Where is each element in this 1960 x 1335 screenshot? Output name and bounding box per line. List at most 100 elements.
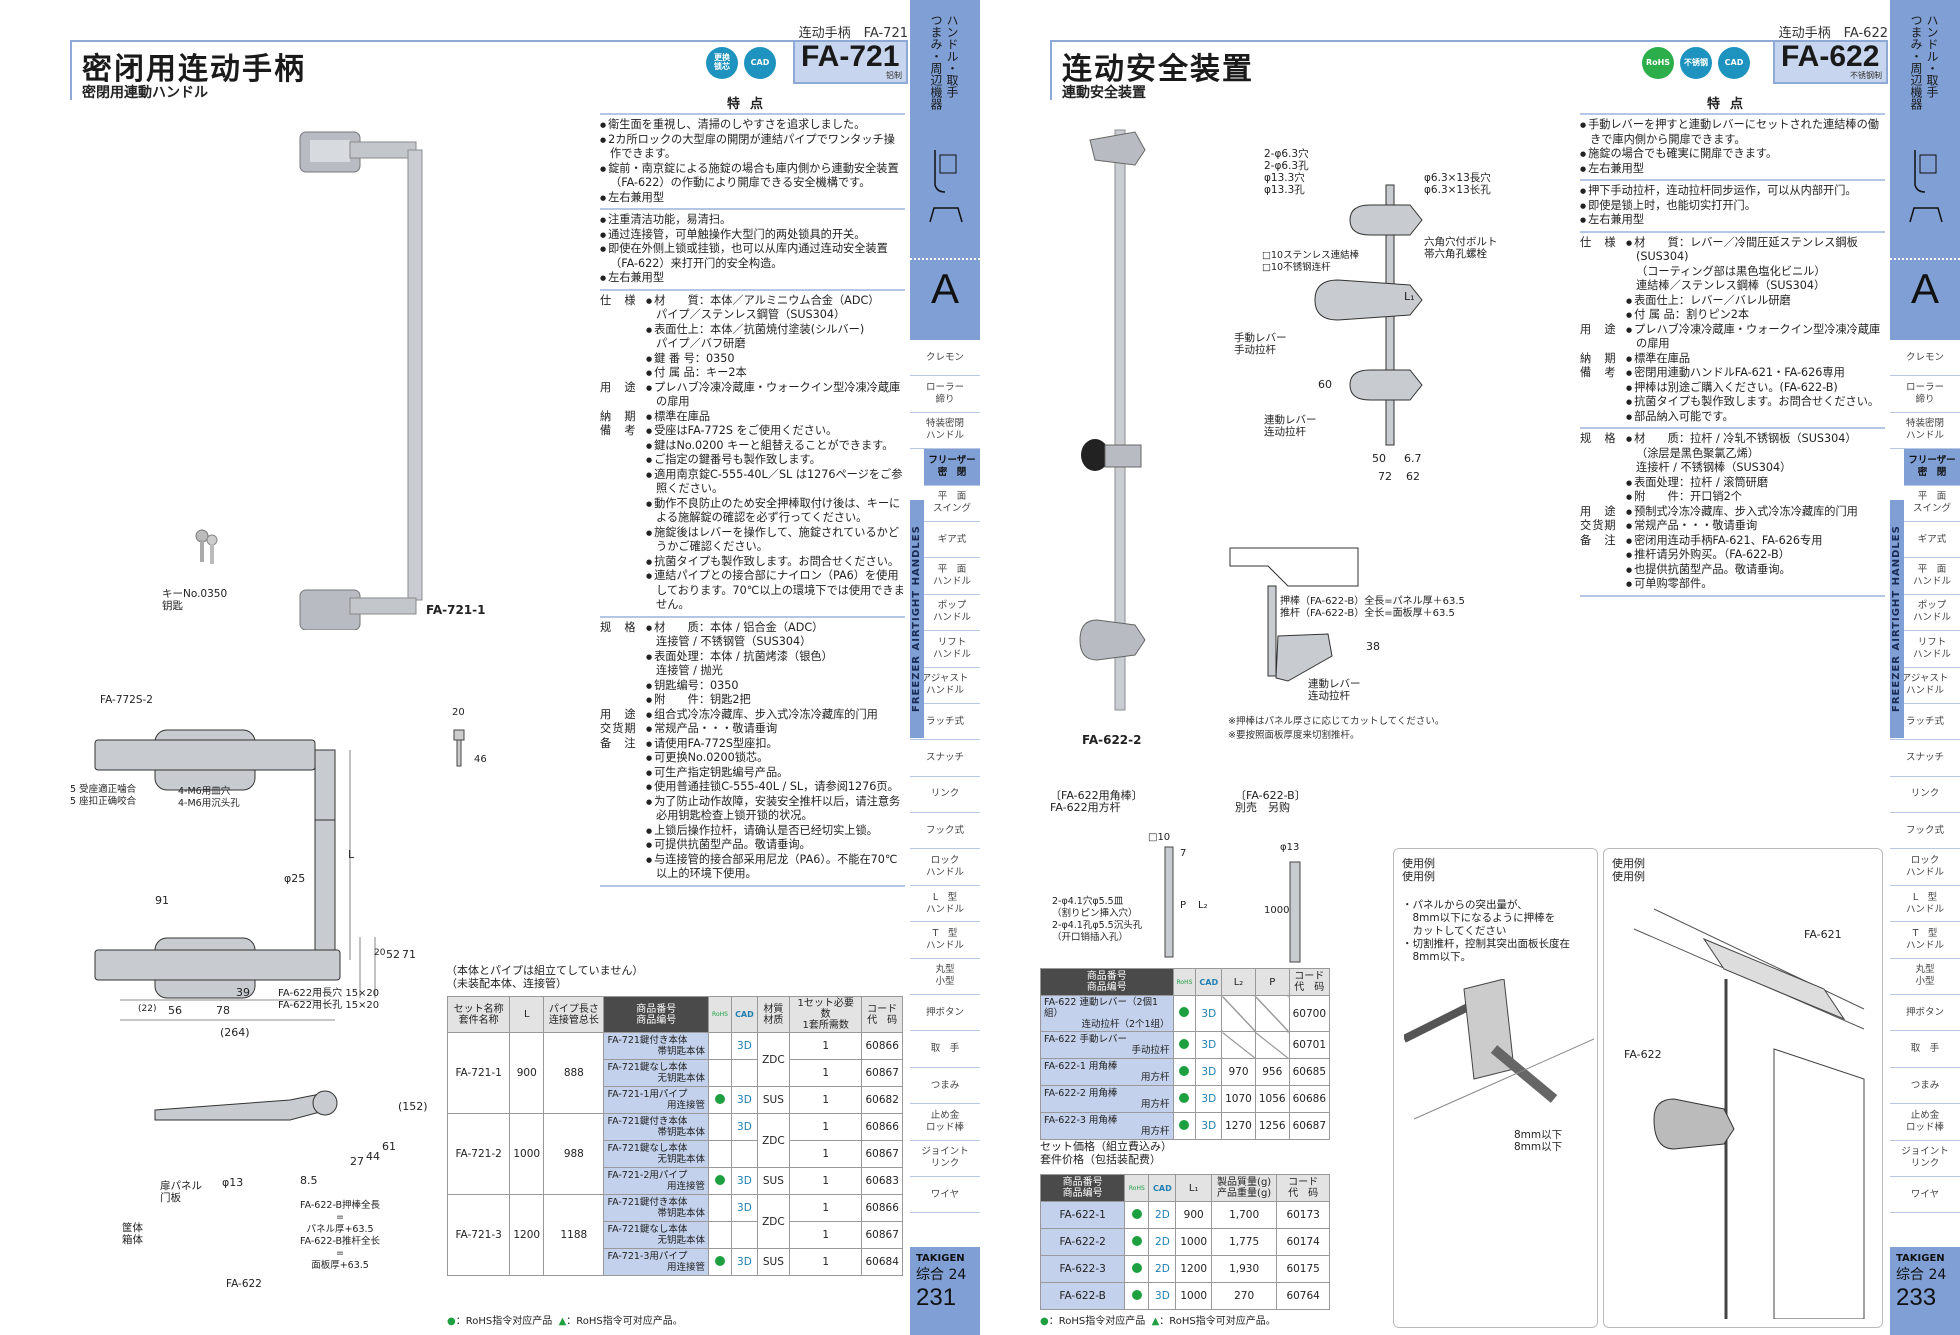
- feature-zh: 即使是锁上时，也能切实打开门。: [1580, 199, 1885, 214]
- rohs-circle-icon: ●: [447, 1316, 456, 1327]
- sidebar-item-21[interactable]: 止め金 ロッド棒: [1890, 1104, 1960, 1141]
- delivery-zh: 交货期常规产品・・・敬请垂询: [1580, 519, 1885, 534]
- slot-label: FA-622用長穴 15×20 FA-622用长孔 15×20: [278, 988, 380, 1011]
- notes-ja: 備 考 密閉用連動ハンドルFA-621・FA-626専用 押棒は別途ご購入くださ…: [1580, 366, 1885, 424]
- sidebar-item-5[interactable]: ギア式: [1904, 522, 1960, 559]
- sidebar-item-16[interactable]: T 型 ハンドル: [1890, 922, 1960, 959]
- cad-cell[interactable]: 3D: [731, 1167, 758, 1195]
- sidebar-item-22[interactable]: ジョイント リンク: [910, 1141, 980, 1177]
- cad-cell[interactable]: [731, 1140, 758, 1168]
- sidebar-item-14[interactable]: ロック ハンドル: [910, 849, 980, 886]
- sidebar-item-20[interactable]: つまみ: [910, 1068, 980, 1105]
- cad-cell[interactable]: 3D: [731, 1086, 758, 1114]
- sidebar-item-18[interactable]: 押ボタン: [910, 995, 980, 1032]
- col-qty: 1セット必要数 1套所需数: [788, 996, 863, 1033]
- sidebar-item-4[interactable]: 平 面 スイング: [924, 486, 980, 522]
- push-rod-bar: [1289, 861, 1301, 963]
- spec-accessories: 付 属 品：キー2本: [646, 366, 905, 381]
- sidebar-item-2[interactable]: 特装密閉 ハンドル: [910, 413, 980, 450]
- parts-table: 商品番号 商品编号 RoHS CAD L₂ P コード 代 码 FA-622 連…: [1040, 968, 1331, 1140]
- set-table: 商品番号 商品编号 RoHS CAD L₁ 製品質量(g) 产品重量(g) コー…: [1039, 1174, 1330, 1310]
- sidebar-item-15[interactable]: L 型 ハンドル: [910, 886, 980, 923]
- sidebar-item-6[interactable]: 平 面 ハンドル: [1904, 558, 1960, 595]
- sidebar-item-2[interactable]: 特装密閉 ハンドル: [1890, 413, 1960, 450]
- product-cell: FA-721鍵付き本体帯钥匙本体: [603, 1113, 709, 1141]
- table-header: 商品番号 商品编号 RoHS CAD L₁ 製品質量(g) 产品重量(g) コー…: [1039, 1174, 1330, 1202]
- L2-cell: 1070: [1221, 1085, 1256, 1113]
- divider: [1580, 113, 1885, 115]
- cad-cell[interactable]: 2D: [1148, 1228, 1177, 1256]
- cad-cell[interactable]: [731, 1059, 758, 1087]
- sidebar-item-4[interactable]: 平 面 スイング: [1904, 486, 1960, 522]
- sidebar-item-0[interactable]: クレモン: [1890, 340, 1960, 377]
- edition: 综合 24: [916, 1267, 967, 1283]
- sidebar-item-18[interactable]: 押ボタン: [1890, 995, 1960, 1032]
- cad-cell[interactable]: 3D: [1195, 1031, 1223, 1059]
- sidebar-item-21[interactable]: 止め金 ロッド棒: [910, 1104, 980, 1141]
- product-name-zh: 无钥匙本体: [657, 1235, 705, 1246]
- spec-finish: 表面处理：本体 / 抗菌烤漆（银色） 连接管 / 抛光: [646, 650, 905, 679]
- sidebar-item-10[interactable]: ラッチ式: [910, 704, 980, 741]
- cad-cell[interactable]: 3D: [1148, 1282, 1177, 1310]
- divider: [600, 208, 905, 210]
- sidebar-item-17[interactable]: 丸型 小型: [910, 959, 980, 996]
- sidebar-item-17[interactable]: 丸型 小型: [1890, 959, 1960, 996]
- cad-cell[interactable]: [731, 1221, 758, 1249]
- technical-drawing: [94, 729, 376, 1121]
- sidebar-item-16[interactable]: T 型 ハンドル: [910, 922, 980, 959]
- sidebar-item-8[interactable]: リフト ハンドル: [1904, 631, 1960, 668]
- sidebar-item-5[interactable]: ギア式: [924, 522, 980, 559]
- cad-cell[interactable]: 3D: [731, 1194, 758, 1222]
- sidebar-item-15[interactable]: L 型 ハンドル: [1890, 886, 1960, 923]
- sidebar-item-8[interactable]: リフト ハンドル: [924, 631, 980, 668]
- cad-cell[interactable]: 3D: [1195, 1058, 1223, 1086]
- sidebar-item-12[interactable]: リンク: [910, 777, 980, 814]
- cad-cell[interactable]: 2D: [1148, 1255, 1177, 1283]
- sidebar-item-0[interactable]: クレモン: [910, 340, 980, 377]
- qty-cell: 1: [788, 1194, 863, 1222]
- sidebar-item-7[interactable]: ポップ ハンドル: [924, 595, 980, 632]
- cad-cell[interactable]: 3D: [731, 1113, 758, 1141]
- sidebar-item-12[interactable]: リンク: [1890, 777, 1960, 814]
- rohs-cell: [1124, 1255, 1150, 1283]
- sidebar-item-14[interactable]: ロック ハンドル: [1890, 849, 1960, 886]
- sidebar-item-3[interactable]: フリーザー 密 閉: [924, 449, 980, 486]
- sidebar-item-10[interactable]: ラッチ式: [1890, 704, 1960, 741]
- sidebar-item-19[interactable]: 取 手: [910, 1031, 980, 1068]
- sidebar-item-19[interactable]: 取 手: [1890, 1031, 1960, 1068]
- sidebar-item-1[interactable]: ローラー 締り: [1890, 376, 1960, 413]
- spec-accessories: 附 件：开口销2个: [1626, 490, 1885, 505]
- spec-value: 標準在庫品: [1626, 352, 1885, 367]
- sidebar-item-3[interactable]: フリーザー 密 閉: [1904, 449, 1960, 486]
- spec-zh: 规 格 材 质：拉杆 / 冷轧不锈钢板（SUS304） （涂层是黑色聚氯乙烯） …: [1580, 432, 1885, 505]
- cad-cell[interactable]: 3D: [1195, 1112, 1223, 1140]
- cad-cell[interactable]: 3D: [1195, 1085, 1223, 1113]
- sidebar-item-23[interactable]: ワイヤ: [1890, 1177, 1960, 1214]
- spec-key-number: 钥匙编号：0350: [646, 679, 905, 694]
- sidebar-item-9[interactable]: アジャスト ハンドル: [910, 668, 980, 704]
- col-mass: 製品質量(g) 产品重量(g): [1210, 1174, 1278, 1202]
- cad-cell[interactable]: 3D: [1195, 995, 1223, 1032]
- sidebar-item-11[interactable]: スナッチ: [910, 740, 980, 777]
- sidebar-item-22[interactable]: ジョイント リンク: [1890, 1141, 1960, 1177]
- qty-cell: 1: [788, 1059, 863, 1087]
- sidebar-item-6[interactable]: 平 面 ハンドル: [924, 558, 980, 595]
- spec-label: 納 期: [1580, 351, 1617, 365]
- rohs-cell: [1172, 1058, 1197, 1086]
- sidebar-item-7[interactable]: ポップ ハンドル: [1904, 595, 1960, 632]
- cad-cell[interactable]: 3D: [731, 1032, 758, 1060]
- sidebar-item-13[interactable]: フック式: [1890, 813, 1960, 850]
- col-product: 商品番号 商品编号: [1039, 1174, 1126, 1202]
- sidebar-item-1[interactable]: ローラー 締り: [910, 376, 980, 413]
- cad-cell[interactable]: 3D: [731, 1248, 758, 1276]
- product-name-ja: FA-721-2用パイプ: [607, 1170, 688, 1181]
- sidebar-item-13[interactable]: フック式: [910, 813, 980, 850]
- sidebar-item-11[interactable]: スナッチ: [1890, 740, 1960, 777]
- sidebar-item-9[interactable]: アジャスト ハンドル: [1890, 668, 1960, 704]
- cad-cell[interactable]: 2D: [1148, 1201, 1177, 1229]
- sidebar-item-23[interactable]: ワイヤ: [910, 1177, 980, 1214]
- sidebar-item-20[interactable]: つまみ: [1890, 1068, 1960, 1105]
